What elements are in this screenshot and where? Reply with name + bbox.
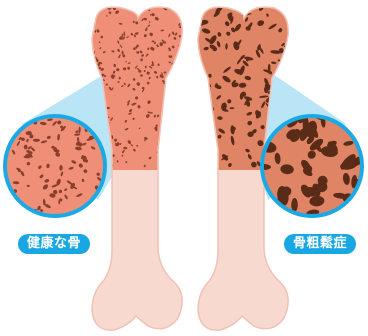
healthy-bone-pore [136, 32, 139, 34]
healthy-bone-pore [165, 145, 168, 149]
osteoporosis-bone-cavity [201, 91, 209, 99]
healthy-bone-pore [176, 153, 180, 156]
osteoporosis-bone-cavity [204, 117, 211, 125]
healthy-bone-pore [166, 129, 168, 131]
healthy-bone-pore [92, 56, 94, 59]
osteoporosis-bone-cavity [198, 143, 208, 154]
healthy-bone-pore [183, 124, 185, 126]
healthy-bone-pore [167, 122, 171, 125]
healthy-magnified-pore [59, 165, 62, 171]
healthy-magnified-pore [33, 139, 40, 142]
healthy-bone-pore [163, 132, 166, 135]
healthy-bone-pore [154, 127, 157, 130]
healthy-bone-pore [89, 57, 92, 60]
osteoporosis-label: 骨粗鬆症 [284, 234, 356, 254]
healthy-bone-pore [182, 91, 185, 94]
healthy-bone-pore [178, 65, 182, 66]
healthy-bone-pore [183, 30, 186, 34]
healthy-bone-pore [183, 2, 185, 7]
osteoporosis-bone-cavity [208, 123, 214, 130]
healthy-bone-pore [169, 87, 171, 89]
healthy-bone-pore [184, 101, 188, 104]
healthy-bone-pore [138, 7, 141, 10]
healthy-bone-pore [182, 64, 186, 68]
healthy-bone-pore [151, 64, 154, 66]
osteoporosis-bone-cavity [211, 1, 217, 7]
osteoporosis-bone-cavity [290, 74, 295, 81]
healthy-bone-pore [183, 44, 185, 47]
healthy-bone-pore [89, 20, 93, 24]
healthy-bone-pore [175, 80, 177, 82]
osteoporosis-bone-cavity [203, 2, 210, 8]
healthy-bone-pore [170, 129, 174, 133]
osteoporosis-bone-cavity [196, 13, 199, 21]
osteoporosis-bone-cavity [203, 145, 209, 154]
healthy-bone-pore [167, 110, 171, 113]
osteoporosis-bone-cavity [289, 40, 295, 49]
osteoporosis-bone-cavity [191, 100, 201, 109]
osteoporosis-bone-cavity [196, 148, 202, 151]
osteoporosis-bone-cavity [198, 98, 203, 103]
healthy-bone-pore [183, 94, 186, 99]
healthy-bone-pore [173, 114, 177, 119]
osteoporosis-bone-cavity [237, 2, 244, 10]
healthy-bone-pore [167, 102, 170, 105]
healthy-bone-magnified [5, 114, 105, 216]
healthy-bone-pore [183, 111, 186, 114]
healthy-bone-pore [92, 69, 94, 71]
osteoporosis-bone-cavity [284, 67, 292, 74]
osteoporosis-bone-cavity [285, 68, 292, 75]
healthy-bone-pore [172, 78, 175, 81]
healthy-bone-pore [172, 82, 175, 84]
healthy-bone-pore [162, 123, 165, 126]
healthy-bone-pore [159, 139, 163, 143]
healthy-bone-pore [176, 7, 180, 9]
healthy-bone-pore [169, 164, 171, 168]
healthy-bone-pore [181, 77, 184, 79]
healthy-bone-label: 健康な骨 [18, 234, 90, 254]
osteoporosis-bone-cavity [213, 141, 216, 149]
healthy-bone-pore [159, 145, 163, 149]
osteoporosis-bone-cavity [204, 142, 210, 152]
healthy-bone-pore [168, 117, 170, 119]
osteoporosis-bone-cavity [211, 157, 217, 163]
osteoporosis-bone-cavity [193, 99, 200, 107]
osteoporosis-bone-cavity [204, 104, 209, 112]
osteoporosis-bone-cavity [203, 135, 209, 142]
healthy-bone-pore [175, 74, 179, 75]
healthy-bone-pore [176, 65, 180, 69]
healthy-bone-pore [88, 7, 92, 12]
healthy-bone-pore [172, 71, 176, 75]
healthy-bone-pore [166, 133, 171, 137]
healthy-bone-pore [185, 10, 187, 12]
healthy-bone-pore [184, 91, 186, 94]
healthy-bone-pore [177, 140, 181, 144]
osteoporosis-bone-cavity [196, 89, 203, 94]
healthy-bone-pore [90, 12, 95, 15]
